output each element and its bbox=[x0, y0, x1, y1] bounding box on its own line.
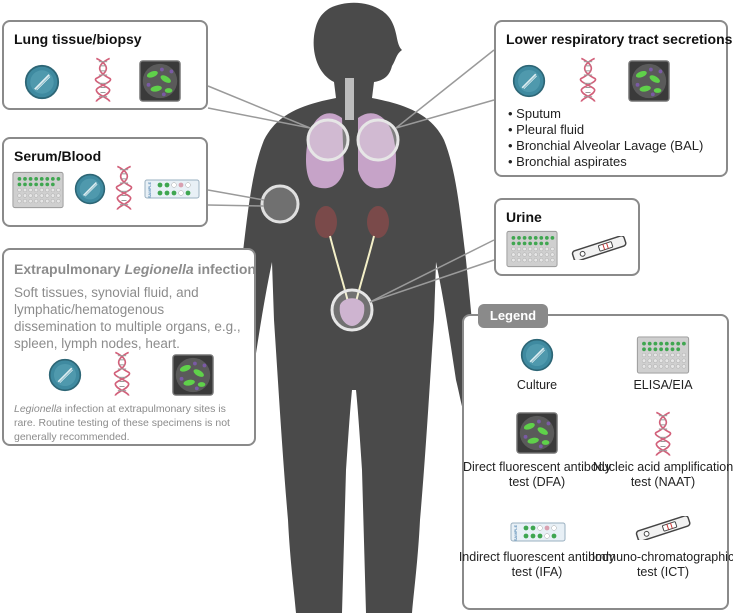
culture-icon bbox=[520, 338, 554, 372]
lower-respiratory-title: Lower respiratory tract secretions bbox=[506, 31, 733, 47]
specimen-list: Sputum Pleural fluid Bronchial Alveolar … bbox=[508, 106, 703, 170]
serum-blood-box: Serum/Blood SAMPLE bbox=[2, 137, 208, 227]
legend-label-dfa: Direct fluorescent antibody test (DFA) bbox=[463, 460, 611, 489]
serum-blood-title: Serum/Blood bbox=[14, 148, 102, 164]
dna-helix-icon bbox=[114, 163, 134, 213]
connector-lines bbox=[207, 49, 495, 303]
extrapulmonary-note: Legionella infection at extrapulmonary s… bbox=[14, 403, 230, 443]
ifa-slide-icon: SAMPLE bbox=[144, 179, 200, 199]
elisa-plate-icon bbox=[12, 171, 64, 209]
dfa-slide-icon bbox=[139, 60, 181, 102]
list-item: Bronchial Alveolar Lavage (BAL) bbox=[508, 138, 703, 154]
elisa-plate-icon bbox=[636, 336, 690, 374]
dfa-slide-icon bbox=[516, 412, 558, 454]
right-kidney bbox=[367, 206, 389, 238]
legend-label-ict: Immuno-chromatographic test (ICT) bbox=[591, 550, 733, 579]
ict-strip-icon bbox=[634, 516, 692, 540]
culture-icon bbox=[24, 64, 60, 100]
ureters bbox=[329, 235, 375, 303]
lower-respiratory-box: Lower respiratory tract secretions Sputu… bbox=[494, 20, 732, 177]
legend-label-culture: Culture bbox=[516, 378, 558, 392]
extrapulmonary-title: Extrapulmonary Legionella infection bbox=[14, 261, 256, 277]
urine-title: Urine bbox=[506, 209, 542, 225]
ifa-slide-icon: SAMPLE bbox=[510, 522, 566, 542]
trachea bbox=[345, 78, 354, 120]
culture-icon bbox=[48, 358, 82, 392]
bladder bbox=[339, 298, 365, 326]
extrapulmonary-box: Extrapulmonary Legionella infection Soft… bbox=[2, 248, 256, 446]
left-kidney bbox=[315, 206, 337, 238]
svg-text:SAMPLE: SAMPLE bbox=[513, 525, 518, 542]
culture-icon bbox=[74, 173, 106, 205]
urine-box: Urine bbox=[494, 198, 640, 276]
lung-tissue-box: Lung tissue/biopsy bbox=[2, 20, 208, 110]
elisa-plate-icon bbox=[506, 230, 558, 268]
lung-left-callout-circle bbox=[306, 118, 350, 162]
arm-blood-callout-circle bbox=[260, 184, 300, 224]
svg-text:SAMPLE: SAMPLE bbox=[147, 182, 152, 199]
list-item: Bronchial aspirates bbox=[508, 154, 703, 170]
dfa-slide-icon bbox=[628, 60, 670, 102]
right-lung bbox=[358, 113, 396, 189]
dna-helix-icon bbox=[112, 348, 132, 400]
dna-helix-icon bbox=[653, 408, 673, 460]
culture-icon bbox=[512, 64, 546, 98]
legend-label-naat: Nucleic acid amplification test (NAAT) bbox=[592, 460, 733, 489]
dna-helix-icon bbox=[93, 54, 113, 106]
extrapulmonary-description: Soft tissues, synovial fluid, and lympha… bbox=[14, 285, 241, 351]
left-lung bbox=[306, 113, 344, 189]
ict-strip-icon bbox=[570, 236, 628, 260]
dna-helix-icon bbox=[578, 54, 598, 106]
bladder-callout-circle bbox=[330, 288, 374, 332]
list-item: Sputum bbox=[508, 106, 703, 122]
legend-box: Legend Culture ELISA/EIA Direct fluoresc… bbox=[459, 304, 733, 610]
list-item: Pleural fluid bbox=[508, 122, 703, 138]
lung-tissue-title: Lung tissue/biopsy bbox=[14, 31, 142, 47]
legend-label-elisa: ELISA/EIA bbox=[633, 378, 693, 392]
legend-title: Legend bbox=[478, 304, 548, 328]
lung-right-callout-circle bbox=[356, 118, 400, 162]
dfa-slide-icon bbox=[172, 354, 214, 396]
legend-label-ifa: Indirect fluorescent antibody test (IFA) bbox=[458, 550, 616, 579]
